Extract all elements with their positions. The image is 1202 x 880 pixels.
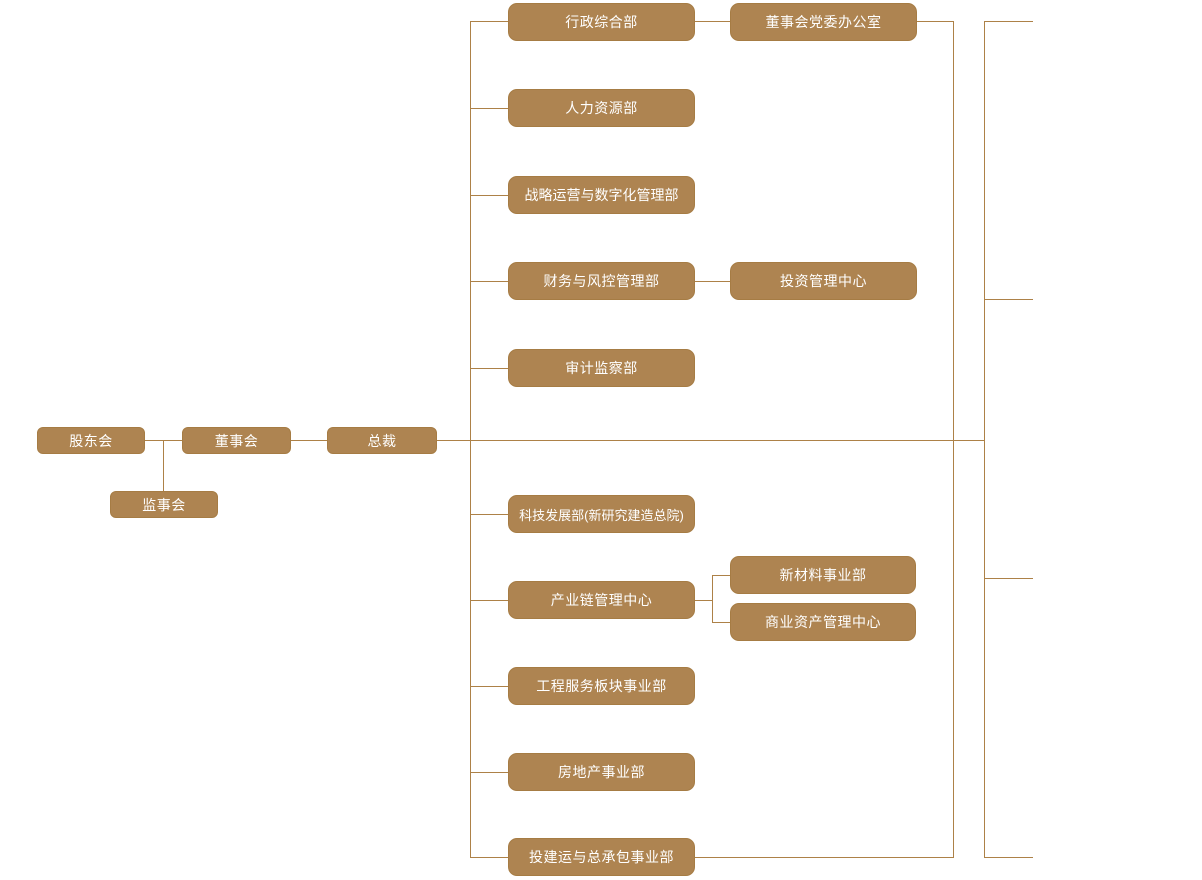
connector-finance-investment-center [695,281,730,282]
right-branch-4 [984,857,1033,858]
org-node-shareholders-meeting: 股东会 [37,427,145,454]
connector-president-main-line [437,440,985,441]
org-node-hr-dept: 人力资源部 [508,89,695,127]
left-bracket-spine [470,21,471,858]
connector-party-office-spine1 [917,21,953,22]
org-node-supervisory-board: 监事会 [110,491,218,518]
org-node-industry-chain-center: 产业链管理中心 [508,581,695,619]
connector-admin-party-office [695,21,730,22]
org-node-engineering-services-div: 工程服务板块事业部 [508,667,695,705]
org-node-board-of-directors: 董事会 [182,427,291,454]
org-node-investment-construction-epc-div: 投建运与总承包事业部 [508,838,695,876]
org-node-president: 总裁 [327,427,437,454]
stub-industry-chain [470,600,508,601]
right-spine-2 [984,21,985,858]
org-node-finance-risk-dept: 财务与风控管理部 [508,262,695,300]
stub-engineering-services [470,686,508,687]
org-node-commercial-asset-center: 商业资产管理中心 [730,603,916,641]
connector-shareholders-board [145,440,182,441]
org-node-real-estate-div: 房地产事业部 [508,753,695,791]
org-node-strategy-digital-dept: 战略运营与数字化管理部 [508,176,695,214]
stub-real-estate [470,772,508,773]
connector-investment-epc-spine1 [695,857,953,858]
stub-hr [470,108,508,109]
stub-strategy-digital [470,195,508,196]
stub-audit [470,368,508,369]
right-branch-1 [984,21,1033,22]
org-node-admin-general-dept: 行政综合部 [508,3,695,41]
stub-finance-risk [470,281,508,282]
org-node-board-party-office: 董事会党委办公室 [730,3,917,41]
org-node-audit-supervision-dept: 审计监察部 [508,349,695,387]
org-node-new-materials-div: 新材料事业部 [730,556,916,594]
stub-new-materials [712,575,730,576]
org-node-tech-development-dept: 科技发展部(新研究建造总院) [508,495,695,533]
right-branch-3 [984,578,1033,579]
stub-investment-epc [470,857,508,858]
stub-admin-general [470,21,508,22]
stub-commercial-assets [712,622,730,623]
connector-supervisory-drop [163,441,164,491]
stub-tech-development [470,514,508,515]
industry-chain-sub-bracket [712,575,713,623]
right-spine-1 [953,21,954,858]
right-branch-2 [984,299,1033,300]
connector-board-president [291,440,327,441]
connector-industry-chain-bracket [695,600,712,601]
org-node-investment-management-center: 投资管理中心 [730,262,917,300]
